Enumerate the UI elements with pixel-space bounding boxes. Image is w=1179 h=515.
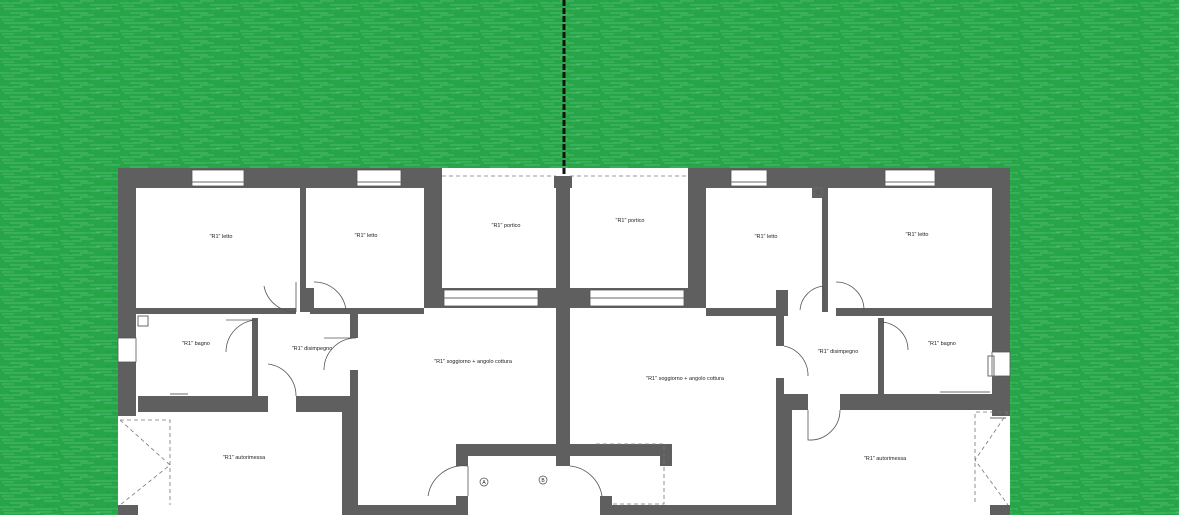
interior-wall [776,316,784,346]
interior-wall [778,394,808,410]
garage-doors [119,411,1009,506]
window [884,169,936,187]
door-swing [879,321,909,351]
interior-wall [776,378,784,408]
entrance-markers: A B [479,475,548,487]
exterior-wall [660,444,672,466]
door-swing [263,282,297,313]
exterior-wall [456,496,468,515]
door-swing [807,409,841,441]
interior-wall [252,318,258,400]
exterior-wall [992,168,1010,416]
room-label-bagno: "R1" bagno [928,341,956,347]
room-label-letto: "R1" letto [755,234,778,240]
interior-wall [554,176,572,188]
door-swing [799,285,825,312]
interior-wall [350,370,358,400]
entrance-marker-a [479,477,489,487]
room-label-disimpegno: "R1" disimpegno [292,346,333,352]
exterior-wall [118,505,138,515]
room-label-portico: "R1" portico [492,223,521,229]
room-labels: "R1" letto "R1" letto "R1" portico "R1" … [182,218,956,462]
exterior-wall [688,168,706,308]
door-swing [835,281,865,311]
door-swing [783,345,809,377]
exterior-wall [776,400,792,515]
interior-wall [302,288,314,312]
fixture [987,355,995,377]
interior-wall [836,308,992,316]
interior-wall [706,308,778,316]
interior-wall [878,318,884,396]
exterior-wall [424,168,442,308]
interior-wall [258,396,268,412]
room-label-autorimessa: "R1" autorimessa [864,456,907,462]
entrance-marker-b [538,475,548,485]
interior-wall [300,186,306,312]
interior-wall [296,396,358,412]
interior-wall [136,308,296,314]
window [991,351,1011,377]
porch-outline [442,175,688,505]
fixtures [137,187,1006,419]
window [356,169,402,187]
entrance-marker-a-label: A [482,480,486,486]
door-swing [323,337,357,371]
exterior-wall [342,400,358,515]
room-label-letto: "R1" letto [906,232,929,238]
room-label-soggiorno: "R1" soggiorno + angolo cottura [434,359,513,365]
door-swing [267,363,297,397]
fixture [813,187,823,197]
room-label-soggiorno: "R1" soggiorno + angolo cottura [646,376,725,382]
interior-wall [822,186,828,312]
room-label-portico: "R1" portico [616,218,645,224]
interior-wall [812,186,824,198]
room-label-letto: "R1" letto [210,234,233,240]
interior-wall [138,396,258,412]
exterior-wall [612,505,776,515]
exterior-wall [990,505,1010,515]
fixture [137,315,149,327]
exterior-wall [456,444,468,466]
room-label-letto: "R1" letto [355,233,378,239]
door-swing [569,465,603,497]
windows [117,169,1011,377]
room-label-disimpegno: "R1" disimpegno [818,349,859,355]
room-label-autorimessa: "R1" autorimessa [223,455,266,461]
window [117,337,137,363]
door-swing [313,281,347,311]
exterior-wall [358,505,458,515]
door-swings [225,281,909,497]
interior-wall [556,178,570,466]
exterior-wall [118,168,136,416]
window [730,169,768,187]
interior-wall [776,290,788,316]
entrance-marker-b-label: B [541,478,545,484]
exterior-wall [600,496,612,515]
interior-wall [840,394,992,410]
door-swing [225,319,259,353]
interior-wall [350,308,358,338]
window [191,169,245,187]
door-swing [427,465,469,497]
room-label-bagno: "R1" bagno [182,341,210,347]
interior-wall [310,308,424,314]
